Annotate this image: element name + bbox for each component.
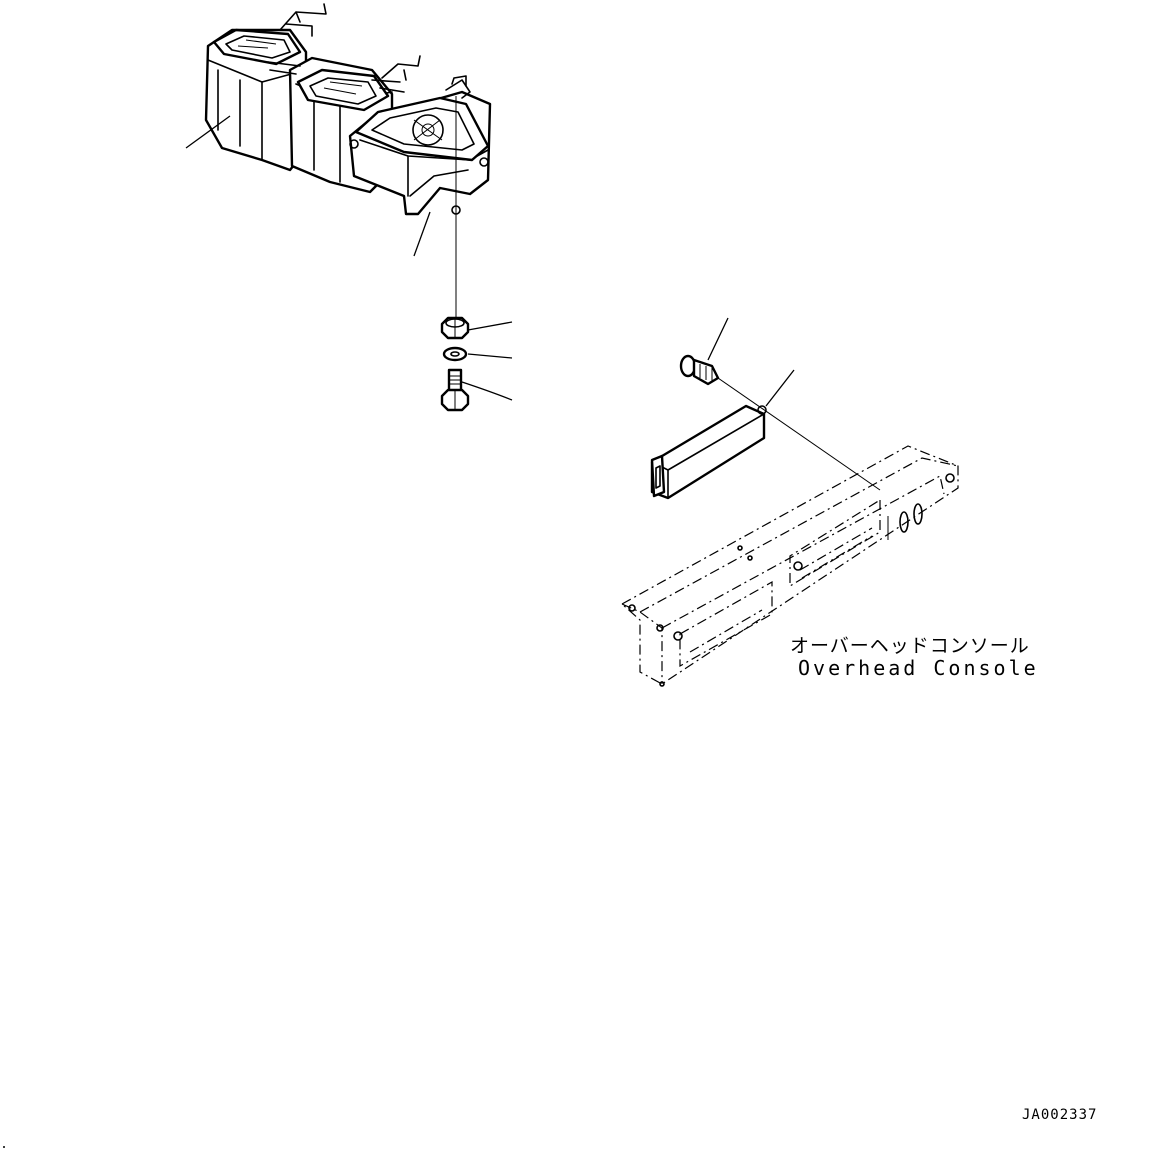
hex-bolt-icon — [440, 368, 470, 412]
flange-nut-icon — [440, 316, 470, 340]
console-label-jp: オーバーヘッドコンソール — [790, 635, 1030, 657]
control-unit-icon — [650, 404, 767, 500]
washer-icon — [442, 346, 468, 362]
duct-assembly-icon — [204, 3, 492, 318]
leader-lines — [185, 115, 795, 407]
console-label-en: Overhead Console — [798, 656, 1039, 680]
drawing-id: JA002337 — [1022, 1107, 1097, 1123]
edge-mark — [3, 1146, 5, 1148]
overhead-console-bracket-icon — [620, 445, 959, 687]
clip-screw-icon — [679, 354, 881, 491]
